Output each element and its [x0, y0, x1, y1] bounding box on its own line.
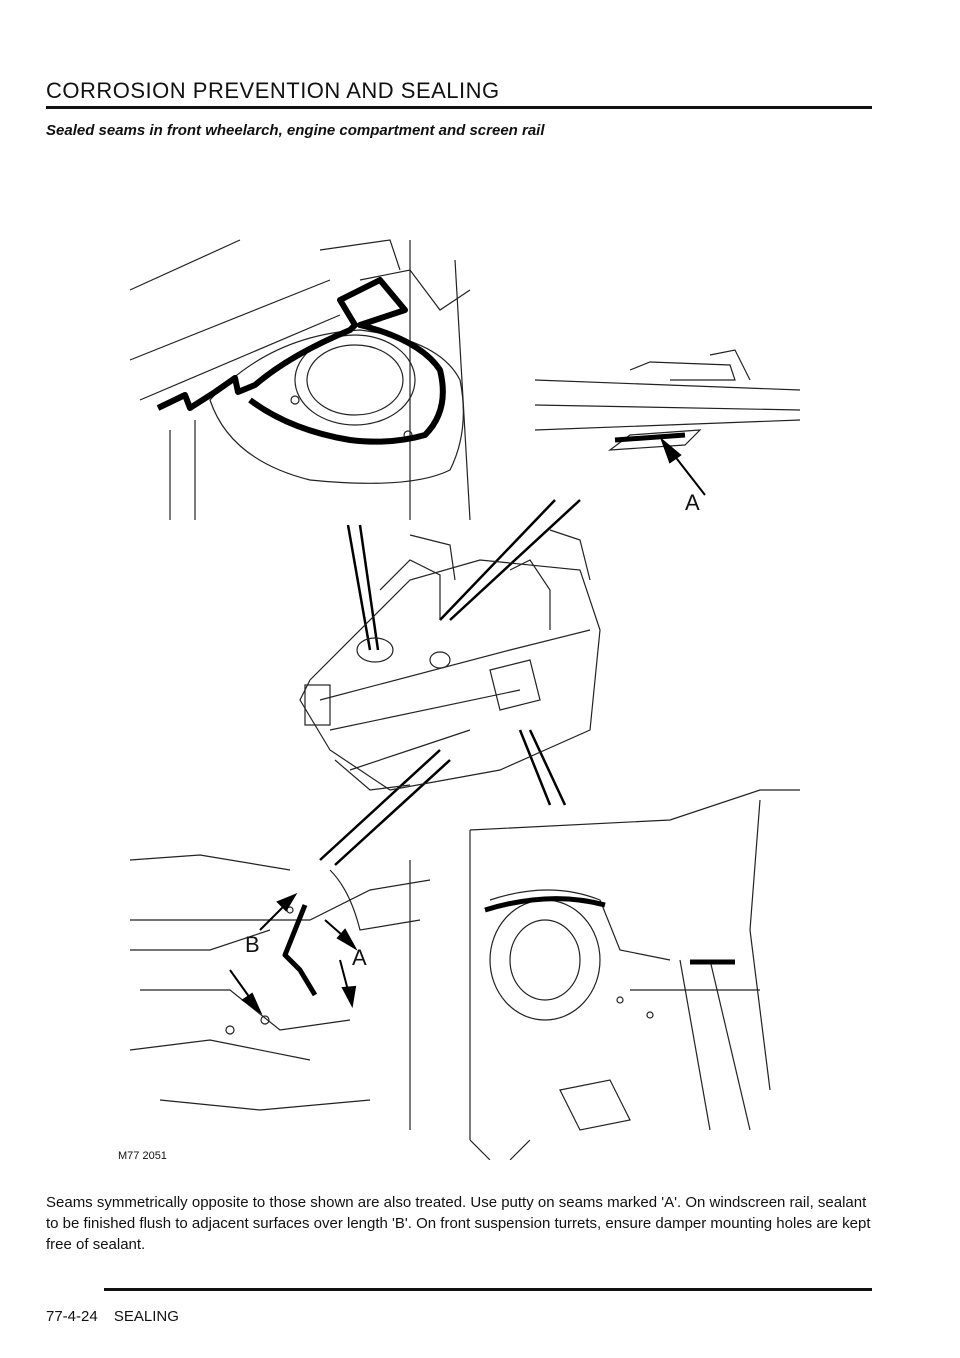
leader-arrows-bottom-left	[229, 892, 358, 1015]
callout-a-bottom: A	[352, 945, 367, 970]
page-header-title: CORROSION PREVENTION AND SEALING	[46, 78, 500, 103]
sealed-seam-screen-rail	[614, 432, 686, 443]
vehicle-body-central	[299, 529, 601, 791]
leader-lines-central	[319, 499, 581, 866]
section-subtitle: Sealed seams in front wheelarch, engine …	[46, 122, 545, 139]
callout-a-top: A	[685, 490, 700, 515]
figure-id: M77 2051	[118, 1150, 167, 1162]
sealed-seam-top-left	[156, 277, 446, 445]
sealed-seam-bottom-right	[484, 896, 735, 965]
sealed-seam-bottom-left	[282, 904, 318, 997]
footer-rule	[104, 1288, 872, 1291]
technical-illustration: A B A	[129, 239, 801, 1160]
header-rule	[46, 106, 872, 109]
screen-rail-detail-bottom-left	[129, 854, 431, 1130]
page-number: 77-4-24	[46, 1308, 98, 1325]
body-paragraph: Seams symmetrically opposite to those sh…	[46, 1194, 871, 1253]
leader-arrow-a-top	[659, 436, 706, 496]
callout-b: B	[245, 932, 260, 957]
turret-detail-top-left	[129, 239, 471, 521]
page-footer: 77-4-24 SEALING	[46, 1308, 191, 1325]
footer-section-name: SEALING	[113, 1308, 179, 1325]
wheelarch-detail-bottom-right	[469, 789, 800, 1160]
